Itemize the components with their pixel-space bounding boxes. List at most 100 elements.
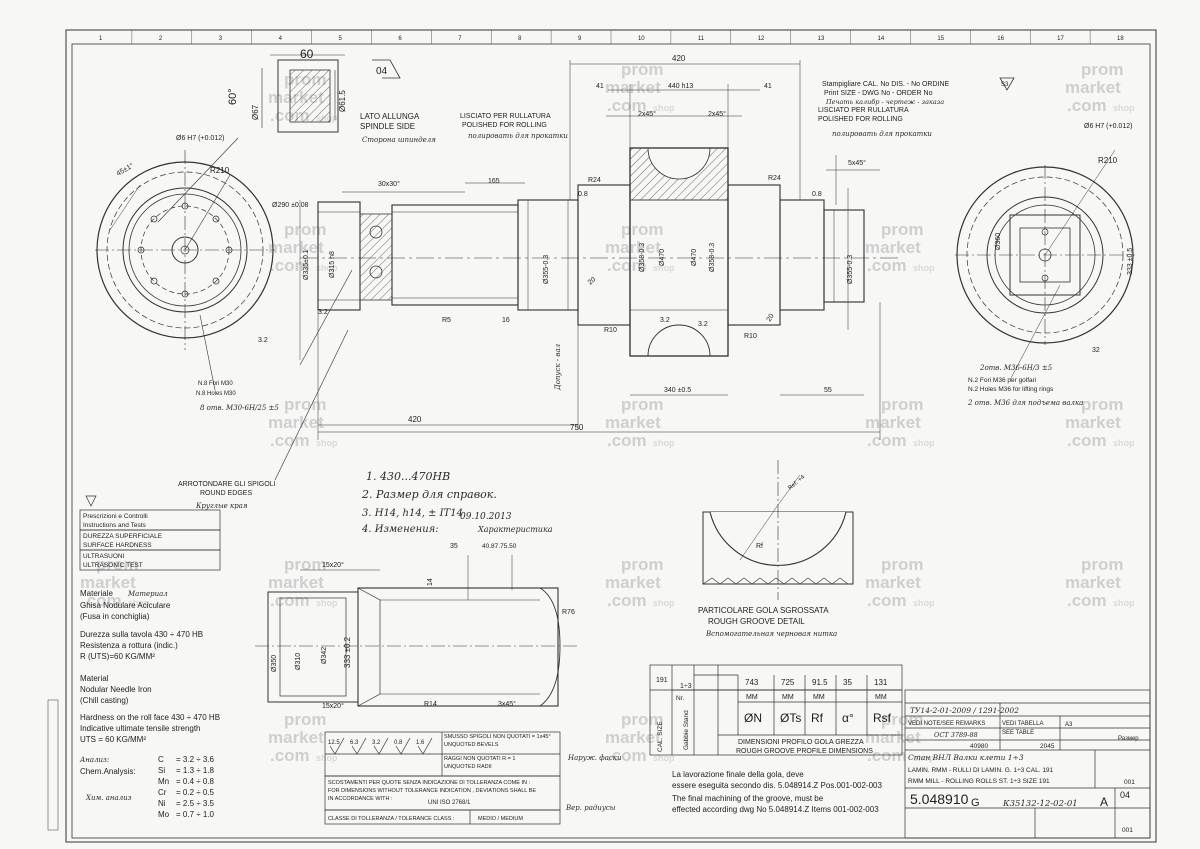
spindle-label-ru: Сторона шпинделя (362, 136, 436, 144)
footer-en-2: effected according dwg No 5.048914.Z Ite… (672, 805, 879, 814)
handwritten-note-vertical: Допуск - вал (554, 344, 562, 391)
title-dwg-no: 5.048910 (910, 791, 969, 807)
dim-d335: Ø335±0.1 (303, 249, 310, 280)
column-number: 9 (578, 36, 582, 42)
watermark-market: market (605, 78, 661, 97)
watermark-com: .com (1067, 431, 1107, 450)
chem-value: = 2.5 ÷ 3.5 (176, 799, 215, 808)
holes-right-en: N.2 Holes M36 for lifting rings (968, 386, 1054, 393)
table-value: 725 (781, 678, 795, 687)
watermark-market: market (80, 573, 136, 592)
edges-it: ARROTONDARE GLI SPIGOLI (178, 481, 276, 488)
material-l10: Indicative ultimate tensile strength (80, 724, 201, 733)
watermark-com: .com (607, 591, 647, 610)
column-number: 4 (279, 36, 283, 42)
edges-ru: Круглые края (195, 502, 248, 510)
dim-420-top: 420 (672, 54, 686, 63)
roughness-symbol (329, 737, 345, 755)
spindle-label-en: SPINDLE SIDE (360, 122, 415, 131)
bevel-a-it: SMUSSO SPIGOLI NON QUOTATI = 1x45° (444, 734, 551, 740)
chem-element: C (158, 755, 164, 764)
dim-r210-right: R210 (1098, 156, 1118, 165)
dim-165: 165 (488, 178, 500, 185)
groove-ref: Ref. +4 (787, 474, 806, 492)
chem-analysis: C= 3.2 ÷ 3.6Si= 1.3 ÷ 1.8Mn= 0.4 ÷ 0.8Cr… (158, 755, 215, 819)
watermark-market: market (1065, 78, 1121, 97)
watermark-prom: prom (284, 555, 327, 574)
title-desc-en: RMM MILL - ROLLING ROLLS ST. 1÷3 SIZE 19… (908, 778, 1050, 785)
section-d333: 333 ±0.2 (343, 636, 352, 668)
column-number: 8 (518, 36, 522, 42)
column-number: 1 (99, 36, 103, 42)
watermark-com: .com (607, 746, 647, 765)
rolling-it-left: LISCIATO PER RULLATURA (460, 113, 551, 120)
watermark-market: market (605, 238, 661, 257)
section-r76: R76 (562, 609, 575, 616)
roughness-symbol (351, 737, 367, 755)
chamfer-30x30: 30x30° (378, 180, 400, 188)
rolling-ru-right: полировать для прокатки (832, 130, 932, 138)
roughness-symbol (373, 737, 389, 755)
title-desc-it: LAMIN. RMM - RULLI DI LAMIN. G. 1÷3 CAL.… (908, 767, 1054, 774)
watermark-shop: shop (1113, 598, 1135, 608)
rolling-ru-left: полировать для прокатки (468, 132, 568, 140)
section-408: 40.87.75.50 (482, 543, 517, 550)
section-detail (255, 555, 580, 707)
title-std2: ОСТ 3789-88 (934, 731, 978, 739)
material-l12: Анализ: (79, 756, 109, 764)
dim-45-left: 45±1° (115, 162, 135, 178)
dim-r5: R5 (442, 317, 451, 324)
title-suffix: G (971, 797, 980, 809)
section-15x20-b: 15x20° (322, 702, 344, 710)
watermark-shop: shop (653, 753, 675, 763)
column-number: 15 (937, 36, 944, 42)
watermark-com: .com (867, 256, 907, 275)
dim-d358-a: Ø358-0.3 (639, 243, 646, 272)
bevel-c-en: FOR DIMENSIONS WITHOUT TOLERANCE INDICAT… (328, 788, 536, 794)
table-size: 191 (656, 677, 668, 684)
watermark-shop: shop (316, 598, 338, 608)
groove-title-it: PARTICOLARE GOLA SGROSSATA (698, 606, 829, 615)
roughness-32-right: 32 (1092, 347, 1100, 354)
groove-title-en: ROUGH GROOVE DETAIL (708, 617, 805, 626)
table-header: Rf (811, 711, 824, 725)
watermark-prom: prom (881, 555, 924, 574)
chem-element: Ni (158, 799, 166, 808)
watermark-market: market (865, 238, 921, 257)
edges-en: ROUND EDGES (200, 490, 252, 497)
section-d310: Ø310 (295, 653, 302, 670)
dim-08-b: 0.8 (812, 191, 822, 198)
stamp-ru: Печать калибр - чертеж - заказа (825, 98, 944, 106)
dim-41-b: 41 (764, 83, 772, 90)
title-desc-ru: Стан ВНЛ Валки клети 1÷3 (908, 753, 1024, 762)
dim-08-a: 0.8 (578, 191, 588, 198)
watermark-shop: shop (913, 438, 935, 448)
dim-420-bottom: 420 (408, 415, 422, 424)
watermark-com: .com (867, 431, 907, 450)
table-header: ØTs (780, 711, 801, 725)
section-14: 14 (427, 578, 434, 586)
table-header: ØN (744, 711, 762, 725)
watermark-shop: shop (913, 263, 935, 273)
watermark-market: market (268, 573, 324, 592)
roll-main-view (274, 60, 900, 481)
spec-1-it: Prescrizioni e Controlli (83, 513, 148, 520)
roughness-32-a: 3.2 (318, 309, 328, 316)
table-header: Rsf (873, 711, 892, 725)
watermark-prom: prom (621, 555, 664, 574)
column-number: 13 (818, 36, 825, 42)
table-value: 131 (874, 678, 888, 687)
rolling-en-right: POLISHED FOR ROLLING (818, 116, 903, 123)
bevel-c-it: SCOSTAMENTI PER QUOTE SENZA INDICAZIONE … (328, 780, 530, 786)
watermark-prom: prom (881, 395, 924, 414)
table-nr: Nr. (676, 695, 685, 702)
material-l9: Hardness on the roll face 430 ÷ 470 HB (80, 713, 220, 722)
right-end-view (955, 149, 1135, 381)
section-d342: Ø342 (321, 647, 328, 664)
material-l3: Durezza sulla tavola 430 ÷ 470 HB (80, 630, 203, 639)
watermark-com: .com (867, 591, 907, 610)
material-l4: Resistenza a rottura (indic.) (80, 641, 178, 650)
watermark-shop: shop (1113, 103, 1135, 113)
